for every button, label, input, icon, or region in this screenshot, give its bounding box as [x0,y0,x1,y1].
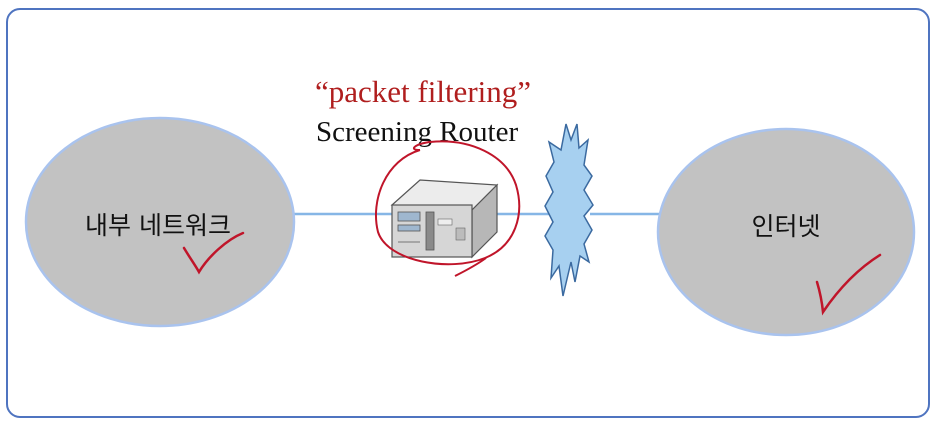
checkmark-icon-internet [815,253,882,316]
checkmark-icon [182,231,245,275]
internal-network-node [24,116,296,328]
packet-filtering-title: “packet filtering” [315,74,531,109]
firewall-wall-icon [544,123,594,297]
internal-network-label: 내부 네트워크 [85,211,231,240]
handwritten-circle-annotation [374,140,521,277]
screening-router-title: Screening Router [316,116,518,148]
internet-node [656,127,916,337]
router-icon [390,179,499,259]
internet-label: 인터넷 [751,212,820,241]
